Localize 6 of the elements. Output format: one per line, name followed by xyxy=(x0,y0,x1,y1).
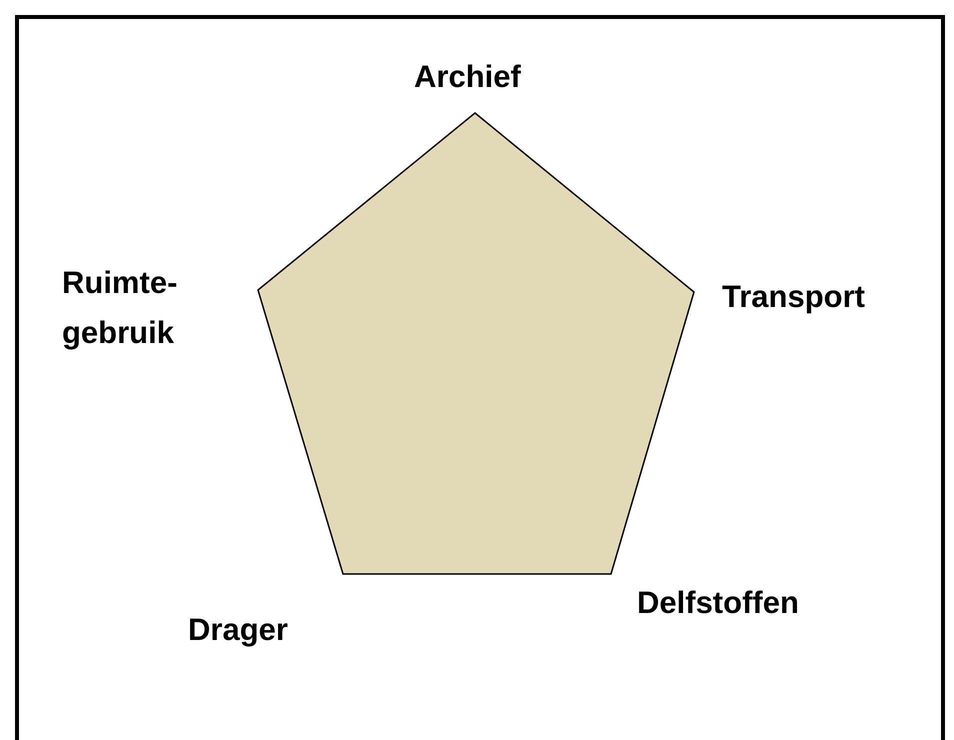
vertex-label: Archief xyxy=(414,58,521,96)
pentagon-shape xyxy=(257,112,695,575)
vertex-label: Delfstoffen xyxy=(637,584,799,622)
vertex-label: Transport xyxy=(722,278,865,316)
vertex-label: Ruimte- gebruik xyxy=(62,264,178,352)
vertex-label: Drager xyxy=(188,611,288,649)
